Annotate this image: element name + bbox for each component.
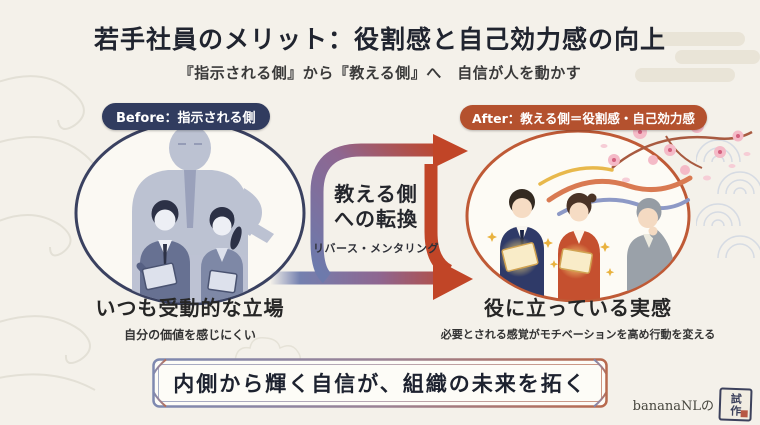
after-illustration [465,119,753,303]
cloud-ornament-top-right [635,32,760,82]
page-subtitle: 『指示される側』から『教える側』へ 自信が人を動かす [178,64,582,82]
credit-text: bananaNLの [632,398,714,414]
hanko-stamp-icon: 試作 [718,386,753,422]
young-woman-figure-after [558,193,600,300]
young-man-figure [136,200,190,303]
arrow-head-top [433,134,468,168]
conclusion-banner: 内側から輝く自信が、組織の未来を拓く [152,358,608,408]
transition-line1: 教える側 [334,182,418,206]
petal [600,144,751,183]
cycle-arrow-diagram [271,134,473,300]
transition-note: リバース・メンタリング [313,242,439,255]
stamp-red-mark [740,409,748,417]
stamp-text: 試作 [728,391,743,417]
credit: bananaNLの 試作 [600,386,753,422]
after-badge: After：教える側＝役割感・自己効力感 [460,105,707,130]
transition-line2: への転換 [334,207,418,231]
conclusion-text: 内側から輝く自信が、組織の未来を拓く [173,371,587,396]
page-title: 若手社員のメリット：役割感と自己効力感の向上 [93,25,666,54]
before-badge: Before：指示される側 [102,103,270,130]
before-illustration [74,120,306,306]
after-caption: 役に立っている実感 [484,296,672,320]
before-caption: いつも受動的な立場 [95,296,285,320]
after-caption-group: 役に立っている実感 必要とされる感覚がモチベーションを高め行動を変える [432,292,724,342]
young-woman-figure [201,207,243,303]
after-subcaption: 必要とされる感覚がモチベーションを高め行動を変える [440,328,716,341]
banner-ornate-frame [152,358,608,408]
before-subcaption: 自分の価値を感じにくい [124,328,256,342]
transition-label: 教える側 への転換 リバース・メンタリング [296,182,456,256]
arrow-head-bottom [433,258,473,300]
before-caption-group: いつも受動的な立場 自分の価値を感じにくい [55,292,325,343]
